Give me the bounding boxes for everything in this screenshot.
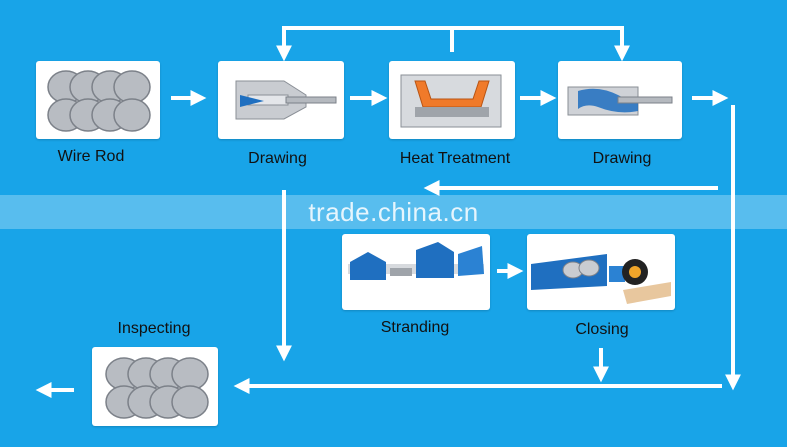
heat-treatment-label: Heat Treatment [399, 150, 511, 167]
stranding-machine-icon [348, 242, 484, 280]
closing-card [527, 234, 675, 310]
stranding-card [342, 234, 490, 310]
wire-rod-card [36, 61, 160, 139]
drawing-die-icon [235, 80, 337, 120]
drawing-1-label: Drawing [248, 150, 307, 167]
drawing-card-1 [218, 61, 344, 139]
wire-coil-icon [47, 70, 151, 132]
closing-machine-icon [531, 254, 671, 304]
heat-treatment-card [389, 61, 515, 139]
inspecting-label: Inspecting [117, 320, 191, 337]
wire-rod-label: Wire Rod [57, 148, 125, 165]
wire-coil-icon-2 [105, 357, 209, 419]
watermark-band [0, 195, 787, 229]
stranding-label: Stranding [380, 319, 450, 336]
furnace-icon [400, 74, 502, 128]
closing-label: Closing [575, 321, 629, 338]
inspecting-card [92, 347, 218, 426]
drawing-card-2 [558, 61, 682, 139]
drawing-2-label: Drawing [592, 150, 652, 167]
watermark-text: trade.china.cn [308, 197, 479, 227]
drawing-die-icon-2 [567, 86, 673, 116]
